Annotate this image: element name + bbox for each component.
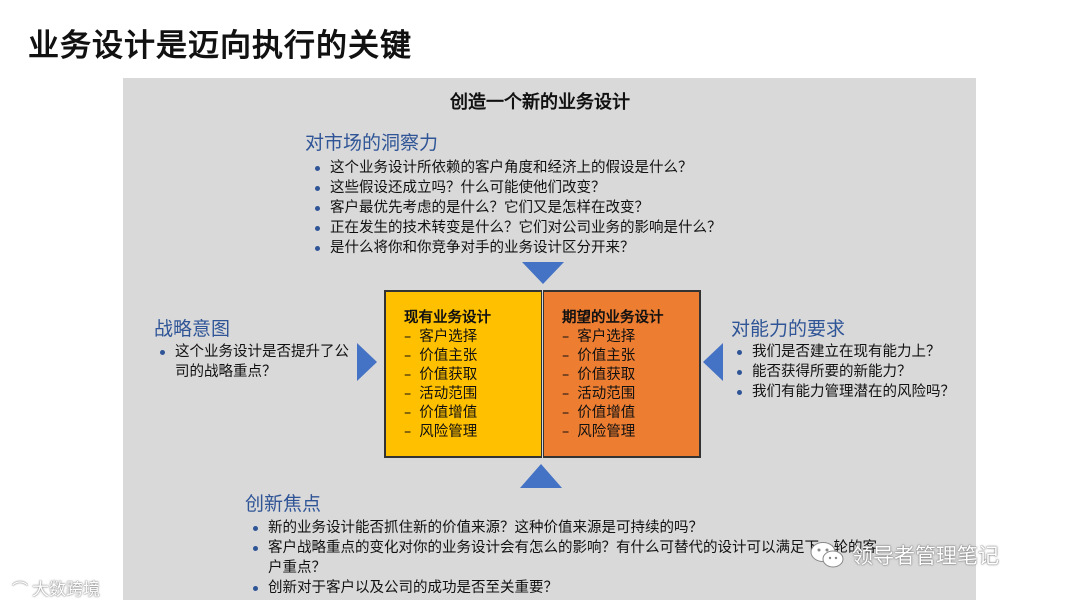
list-item: 价值主张 <box>562 347 635 366</box>
watermark-left: ⌒大数跨境 <box>12 575 100 600</box>
watermark-left-text: 大数跨境 <box>32 580 101 600</box>
list-item: 能否获得所要的新能力？ <box>732 362 964 382</box>
current-design-list: 客户选择 价值主张 价值获取 活动范围 价值增值 风险管理 <box>404 328 477 442</box>
watermark-right: 领导者管理笔记 <box>810 540 999 570</box>
capability-title: 对能力的要求 <box>731 318 846 340</box>
list-item: 我们有能力管理潜在的风险吗？ <box>732 382 964 402</box>
list-item: 活动范围 <box>562 385 635 404</box>
strategic-intent-title: 战略意图 <box>154 318 231 340</box>
panel-title: 创造一个新的业务设计 <box>450 92 630 113</box>
list-item: 是什么将你和你竞争对手的业务设计区分开来？ <box>310 238 780 258</box>
market-insight-list: 这个业务设计所依赖的客户角度和经济上的假设是什么？ 这些假设还成立吗？什么可能使… <box>310 158 780 258</box>
logo-icon: ⌒ <box>12 580 29 599</box>
list-item: 价值获取 <box>562 366 635 385</box>
list-item: 这个业务设计所依赖的客户角度和经济上的假设是什么？ <box>310 158 780 178</box>
list-item: 价值获取 <box>404 366 477 385</box>
list-item: 创新对于客户以及公司的成功是否至关重要？ <box>248 578 878 598</box>
list-item: 活动范围 <box>404 385 477 404</box>
capability-list: 我们是否建立在现有能力上？ 能否获得所要的新能力？ 我们有能力管理潜在的风险吗？ <box>732 342 964 402</box>
list-item: 客户选择 <box>404 328 477 347</box>
innovation-title: 创新焦点 <box>245 493 322 515</box>
list-item: 客户选择 <box>562 328 635 347</box>
list-item: 风险管理 <box>404 423 477 442</box>
current-design-box: 现有业务设计 客户选择 价值主张 价值获取 活动范围 价值增值 风险管理 <box>384 290 542 458</box>
list-item: 这个业务设计是否提升了公司的战略重点？ <box>155 342 355 382</box>
list-item: 正在发生的技术转变是什么？它们对公司业务的影响是什么？ <box>310 218 780 238</box>
desired-design-title: 期望的业务设计 <box>562 310 664 326</box>
wechat-icon <box>810 542 844 568</box>
list-item: 价值主张 <box>404 347 477 366</box>
desired-design-list: 客户选择 价值主张 价值获取 活动范围 价值增值 风险管理 <box>562 328 635 442</box>
current-design-title: 现有业务设计 <box>404 310 491 326</box>
list-item: 价值增值 <box>404 404 477 423</box>
desired-design-box: 期望的业务设计 客户选择 价值主张 价值获取 活动范围 价值增值 风险管理 <box>543 290 701 458</box>
arrow-up-icon <box>520 464 562 488</box>
arrow-right-icon <box>357 343 377 381</box>
list-item: 价值增值 <box>562 404 635 423</box>
strategic-intent-list: 这个业务设计是否提升了公司的战略重点？ <box>155 342 355 382</box>
list-item: 新的业务设计能否抓住新的价值来源？这种价值来源是可持续的吗？ <box>248 518 878 538</box>
list-item: 风险管理 <box>562 423 635 442</box>
watermark-right-text: 领导者管理笔记 <box>852 544 999 568</box>
page-title: 业务设计是迈向执行的关键 <box>28 28 412 64</box>
list-item: 客户最优先考虑的是什么？它们又是怎样在改变？ <box>310 198 780 218</box>
list-item: 我们是否建立在现有能力上？ <box>732 342 964 362</box>
market-insight-title: 对市场的洞察力 <box>305 132 439 154</box>
innovation-list: 新的业务设计能否抓住新的价值来源？这种价值来源是可持续的吗？ 客户战略重点的变化… <box>248 518 878 598</box>
list-item: 这些假设还成立吗？什么可能使他们改变？ <box>310 178 780 198</box>
arrow-left-icon <box>703 343 723 381</box>
list-item: 客户战略重点的变化对你的业务设计会有怎么的影响？有什么可替代的设计可以满足下一轮… <box>248 538 878 578</box>
arrow-down-icon <box>522 262 564 284</box>
